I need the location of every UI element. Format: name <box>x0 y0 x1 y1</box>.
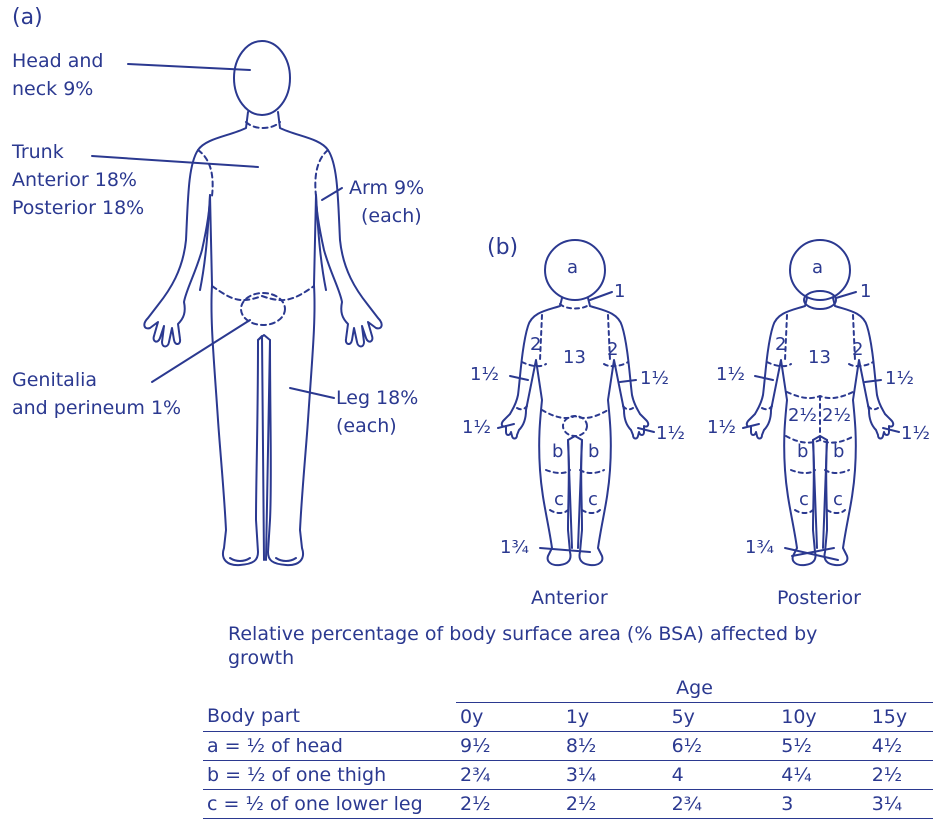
table-caption: Relative percentage of body surface area… <box>228 622 868 670</box>
posterior-thigh-right-label: b <box>833 442 844 462</box>
anterior-shoulder-left-label: 2 <box>530 335 541 355</box>
column-header-row: Body part 0y 1y 5y 10y 15y <box>203 702 933 731</box>
table-cell: 2½ <box>868 760 933 789</box>
child-anterior-figure <box>498 240 654 565</box>
age-header: Age <box>456 674 933 702</box>
anterior-head-label: a <box>567 258 578 278</box>
table-cell: c = ½ of one lower leg <box>203 789 456 818</box>
table-cell: 4½ <box>868 731 933 760</box>
table-cell: 6½ <box>668 731 778 760</box>
posterior-leg-left-label: c <box>799 490 809 510</box>
arm-label-1: Arm 9% <box>349 176 424 200</box>
col-header-body-part: Body part <box>203 702 456 731</box>
arm-label-2: (each) <box>361 204 422 228</box>
table-row: a = ½ of head 9½ 8½ 6½ 5½ 4½ <box>203 731 933 760</box>
anterior-foot-label: 1¾ <box>500 538 529 558</box>
trunk-label-3: Posterior 18% <box>12 196 144 220</box>
table-row: b = ½ of one thigh 2¾ 3¼ 4 4¼ 2½ <box>203 760 933 789</box>
anterior-forearm-right-label: 1½ <box>640 369 669 389</box>
body-diagram <box>0 0 933 620</box>
head-neck-label-1: Head and <box>12 49 103 73</box>
anterior-caption: Anterior <box>531 586 608 610</box>
child-posterior-figure <box>743 240 899 565</box>
head-neck-label-2: neck 9% <box>12 77 93 101</box>
table-cell: 3¼ <box>868 789 933 818</box>
posterior-trunk-label: 13 <box>808 348 831 368</box>
anterior-neck-label: 1 <box>614 282 625 302</box>
table-cell: a = ½ of head <box>203 731 456 760</box>
panel-b-label: (b) <box>487 236 518 260</box>
posterior-buttock-left-label: 2½ <box>788 406 817 426</box>
anterior-thigh-left-label: b <box>552 442 563 462</box>
table-row: c = ½ of one lower leg 2½ 2½ 2¾ 3 3¼ <box>203 789 933 818</box>
posterior-hand-right-label: 1½ <box>901 424 930 444</box>
posterior-buttock-right-label: 2½ <box>822 406 851 426</box>
posterior-shoulder-right-label: 2 <box>852 340 863 360</box>
anterior-thigh-right-label: b <box>588 442 599 462</box>
adult-figure <box>92 41 382 565</box>
anterior-hand-left-label: 1½ <box>462 418 491 438</box>
posterior-foot-label: 1¾ <box>745 538 774 558</box>
table-cell: b = ½ of one thigh <box>203 760 456 789</box>
posterior-caption: Posterior <box>777 586 861 610</box>
anterior-hand-right-label: 1½ <box>656 424 685 444</box>
col-header-5y: 5y <box>668 702 778 731</box>
col-header-0y: 0y <box>456 702 562 731</box>
leg-label-2: (each) <box>336 414 397 438</box>
table-cell: 2¾ <box>668 789 778 818</box>
panel-a-label: (a) <box>12 6 43 30</box>
genitalia-label-2: and perineum 1% <box>12 396 181 420</box>
table-cell: 3 <box>777 789 867 818</box>
posterior-shoulder-left-label: 2 <box>775 335 786 355</box>
col-header-10y: 10y <box>777 702 867 731</box>
posterior-thigh-left-label: b <box>797 442 808 462</box>
table-cell: 8½ <box>562 731 668 760</box>
anterior-leg-right-label: c <box>588 490 598 510</box>
posterior-forearm-right-label: 1½ <box>885 369 914 389</box>
posterior-hand-left-label: 1½ <box>707 418 736 438</box>
anterior-forearm-left-label: 1½ <box>470 365 499 385</box>
posterior-neck-label: 1 <box>860 282 871 302</box>
leg-label-1: Leg 18% <box>336 386 418 410</box>
col-header-1y: 1y <box>562 702 668 731</box>
table-cell: 2½ <box>456 789 562 818</box>
table-cell: 9½ <box>456 731 562 760</box>
bsa-table: Age Body part 0y 1y 5y 10y 15y a = ½ of … <box>203 674 933 819</box>
anterior-trunk-label: 13 <box>563 348 586 368</box>
table-cell: 4 <box>668 760 778 789</box>
table-cell: 2½ <box>562 789 668 818</box>
anterior-shoulder-right-label: 2 <box>607 340 618 360</box>
table-cell: 5½ <box>777 731 867 760</box>
genitalia-label-1: Genitalia <box>12 368 97 392</box>
table-cell: 2¾ <box>456 760 562 789</box>
age-header-row: Age <box>203 674 933 702</box>
posterior-forearm-left-label: 1½ <box>716 365 745 385</box>
anterior-leg-left-label: c <box>554 490 564 510</box>
table-cell: 3¼ <box>562 760 668 789</box>
trunk-label-1: Trunk <box>12 140 64 164</box>
table-cell: 4¼ <box>777 760 867 789</box>
posterior-head-label: a <box>812 258 823 278</box>
posterior-leg-right-label: c <box>833 490 843 510</box>
adult-head <box>234 41 290 115</box>
col-header-15y: 15y <box>868 702 933 731</box>
trunk-label-2: Anterior 18% <box>12 168 137 192</box>
